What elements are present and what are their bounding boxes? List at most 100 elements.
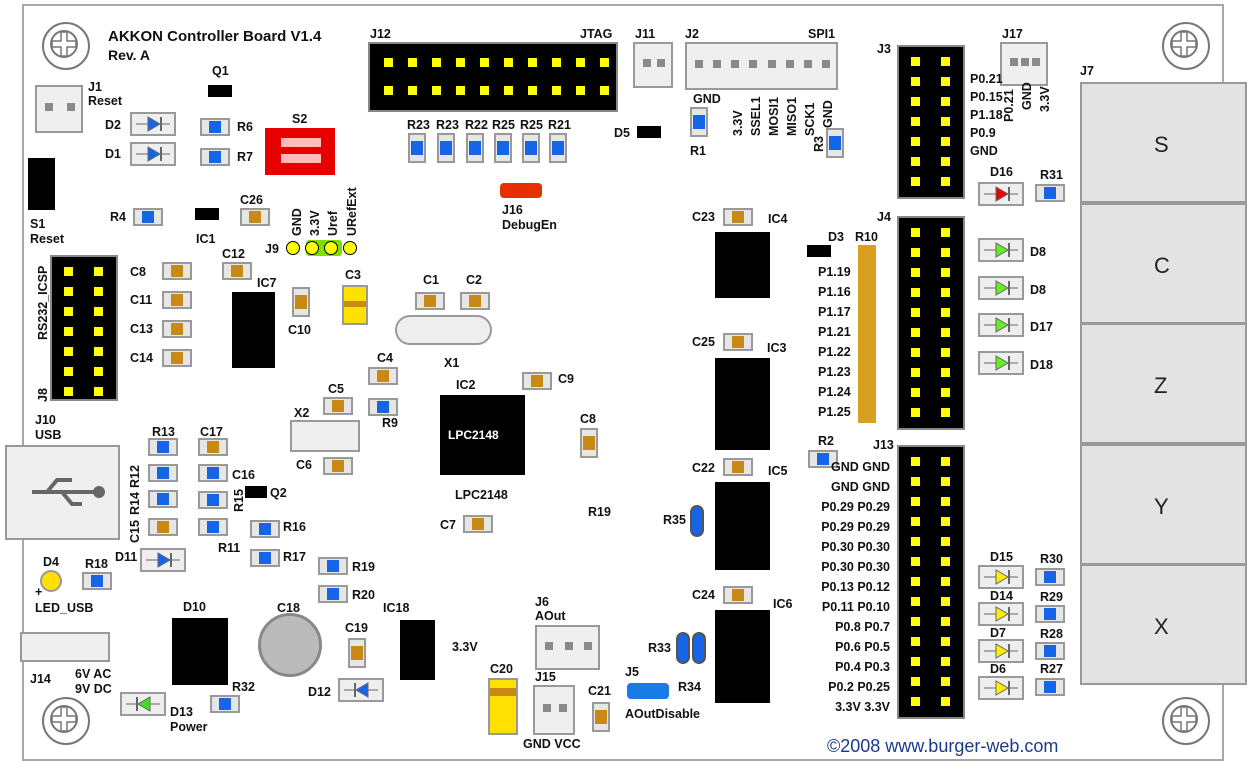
transistor-q2 bbox=[245, 486, 267, 498]
transistor-ic1 bbox=[195, 208, 219, 220]
silkscreen-label-r25a: R25 bbox=[492, 118, 515, 132]
silkscreen-label-r1: R1 bbox=[690, 144, 706, 158]
connector-pin bbox=[785, 60, 794, 68]
silkscreen-label-c19: C19 bbox=[345, 621, 368, 635]
resistor bbox=[82, 572, 112, 590]
capacitor bbox=[723, 208, 753, 226]
header-pin bbox=[941, 517, 950, 526]
silkscreen-label-p119: P1.19 bbox=[818, 265, 851, 279]
silkscreen-label-ic4: IC4 bbox=[768, 212, 788, 226]
header-pin bbox=[941, 228, 950, 237]
j13-pin-label: P0.29 P0.29 bbox=[821, 500, 890, 514]
header-pin bbox=[911, 677, 920, 686]
resistor-r35 bbox=[690, 505, 704, 537]
silkscreen-label-ic3: IC3 bbox=[767, 341, 787, 355]
j13-pin-label: 3.3V 3.3V bbox=[835, 700, 890, 714]
silkscreen-label-debugen: DebugEn bbox=[502, 218, 557, 232]
silkscreen-label-j17_1: P0.21 bbox=[1002, 89, 1016, 122]
header-pin bbox=[576, 58, 585, 67]
silkscreen-label-r28: R28 bbox=[1040, 627, 1063, 641]
header-pin bbox=[64, 367, 73, 376]
header-j3 bbox=[897, 45, 965, 199]
header-pin bbox=[911, 137, 920, 146]
ic3 bbox=[715, 358, 770, 450]
silkscreen-label-d17: D17 bbox=[1030, 320, 1053, 334]
header-pin bbox=[408, 58, 417, 67]
silkscreen-label-j3: J3 bbox=[877, 42, 891, 56]
header-pin bbox=[384, 86, 393, 95]
header-pin bbox=[94, 307, 103, 316]
header-pin bbox=[941, 288, 950, 297]
silkscreen-label-d18: D18 bbox=[1030, 358, 1053, 372]
header-pin bbox=[941, 57, 950, 66]
tantalum-capacitor-c20 bbox=[488, 678, 518, 735]
ic7 bbox=[232, 292, 275, 368]
silkscreen-label-dc: 9V DC bbox=[75, 682, 112, 696]
terminal-j7-z: Z bbox=[1080, 323, 1247, 445]
silkscreen-label-j9_urefext: URefExt bbox=[345, 187, 359, 236]
silkscreen-label-sck1: SCK1 bbox=[803, 102, 817, 136]
header-pin bbox=[911, 248, 920, 257]
led-d15 bbox=[978, 565, 1024, 589]
header-pin bbox=[64, 307, 73, 316]
resistor bbox=[1035, 184, 1065, 202]
silkscreen-label-r2: R2 bbox=[818, 434, 834, 448]
terminal-label: X bbox=[1154, 614, 1169, 640]
header-pin bbox=[941, 388, 950, 397]
silkscreen-label-s1: S1 bbox=[30, 217, 46, 231]
silkscreen-label-usb: USB bbox=[35, 428, 62, 442]
crystal-x1 bbox=[395, 315, 492, 345]
capacitor bbox=[162, 262, 192, 280]
header-pin bbox=[552, 86, 561, 95]
jtag-header-j12 bbox=[368, 42, 618, 112]
capacitor bbox=[323, 457, 353, 475]
usb-connector-j10 bbox=[5, 445, 120, 540]
header-pin bbox=[941, 137, 950, 146]
resistor bbox=[318, 557, 348, 575]
silkscreen-label-ic5: IC5 bbox=[768, 464, 788, 478]
silkscreen-label-miso1: MISO1 bbox=[785, 97, 799, 136]
resistor bbox=[549, 133, 567, 163]
header-pin bbox=[528, 86, 537, 95]
silkscreen-label-j17_3: 3.3V bbox=[1038, 86, 1052, 112]
capacitor bbox=[723, 586, 753, 604]
header-pin bbox=[941, 248, 950, 257]
header-pin bbox=[941, 637, 950, 646]
led-d14 bbox=[978, 602, 1024, 626]
header-rs232-icsp-j8 bbox=[50, 255, 118, 401]
jumper-aoutdisable-j5 bbox=[627, 683, 669, 699]
silkscreen-label-q1: Q1 bbox=[212, 64, 229, 78]
header-j13 bbox=[897, 445, 965, 719]
capacitor bbox=[198, 438, 228, 456]
silkscreen-label-d15: D15 bbox=[990, 550, 1013, 564]
connector-pin bbox=[695, 60, 703, 68]
header-pin bbox=[941, 268, 950, 277]
terminal-j7-s: S bbox=[1080, 82, 1247, 203]
header-pin bbox=[480, 58, 489, 67]
header-pin bbox=[941, 537, 950, 546]
silkscreen-label-ic6: IC6 bbox=[773, 597, 793, 611]
silkscreen-label-j1: J1 bbox=[88, 80, 102, 94]
silkscreen-label-c8a: C8 bbox=[130, 265, 146, 279]
silkscreen-label-c9: C9 bbox=[558, 372, 574, 386]
silkscreen-label-j9_gnd: GND bbox=[290, 208, 304, 236]
silkscreen-label-r13: R13 bbox=[152, 425, 175, 439]
led-d16 bbox=[978, 182, 1024, 206]
resistor bbox=[690, 107, 708, 137]
resistor bbox=[1035, 678, 1065, 696]
silkscreen-label-aoutdisable: AOutDisable bbox=[625, 707, 701, 721]
terminal-label: Z bbox=[1154, 373, 1168, 399]
silkscreen-label-c23: C23 bbox=[692, 210, 715, 224]
silkscreen-label-j2_gnd2: GND bbox=[821, 100, 835, 128]
silkscreen-label-r31: R31 bbox=[1040, 168, 1063, 182]
capacitor bbox=[580, 428, 598, 458]
connector-pin bbox=[543, 704, 551, 712]
silkscreen-label-d8b: D8 bbox=[1030, 283, 1046, 297]
connector-j1 bbox=[35, 85, 83, 133]
silkscreen-label-j2_gnd: GND bbox=[693, 92, 721, 106]
header-pin bbox=[941, 677, 950, 686]
header-pin bbox=[941, 308, 950, 317]
silkscreen-label-ac: 6V AC bbox=[75, 667, 112, 681]
capacitor bbox=[522, 372, 552, 390]
j13-pin-label: P0.11 P0.10 bbox=[821, 600, 890, 614]
